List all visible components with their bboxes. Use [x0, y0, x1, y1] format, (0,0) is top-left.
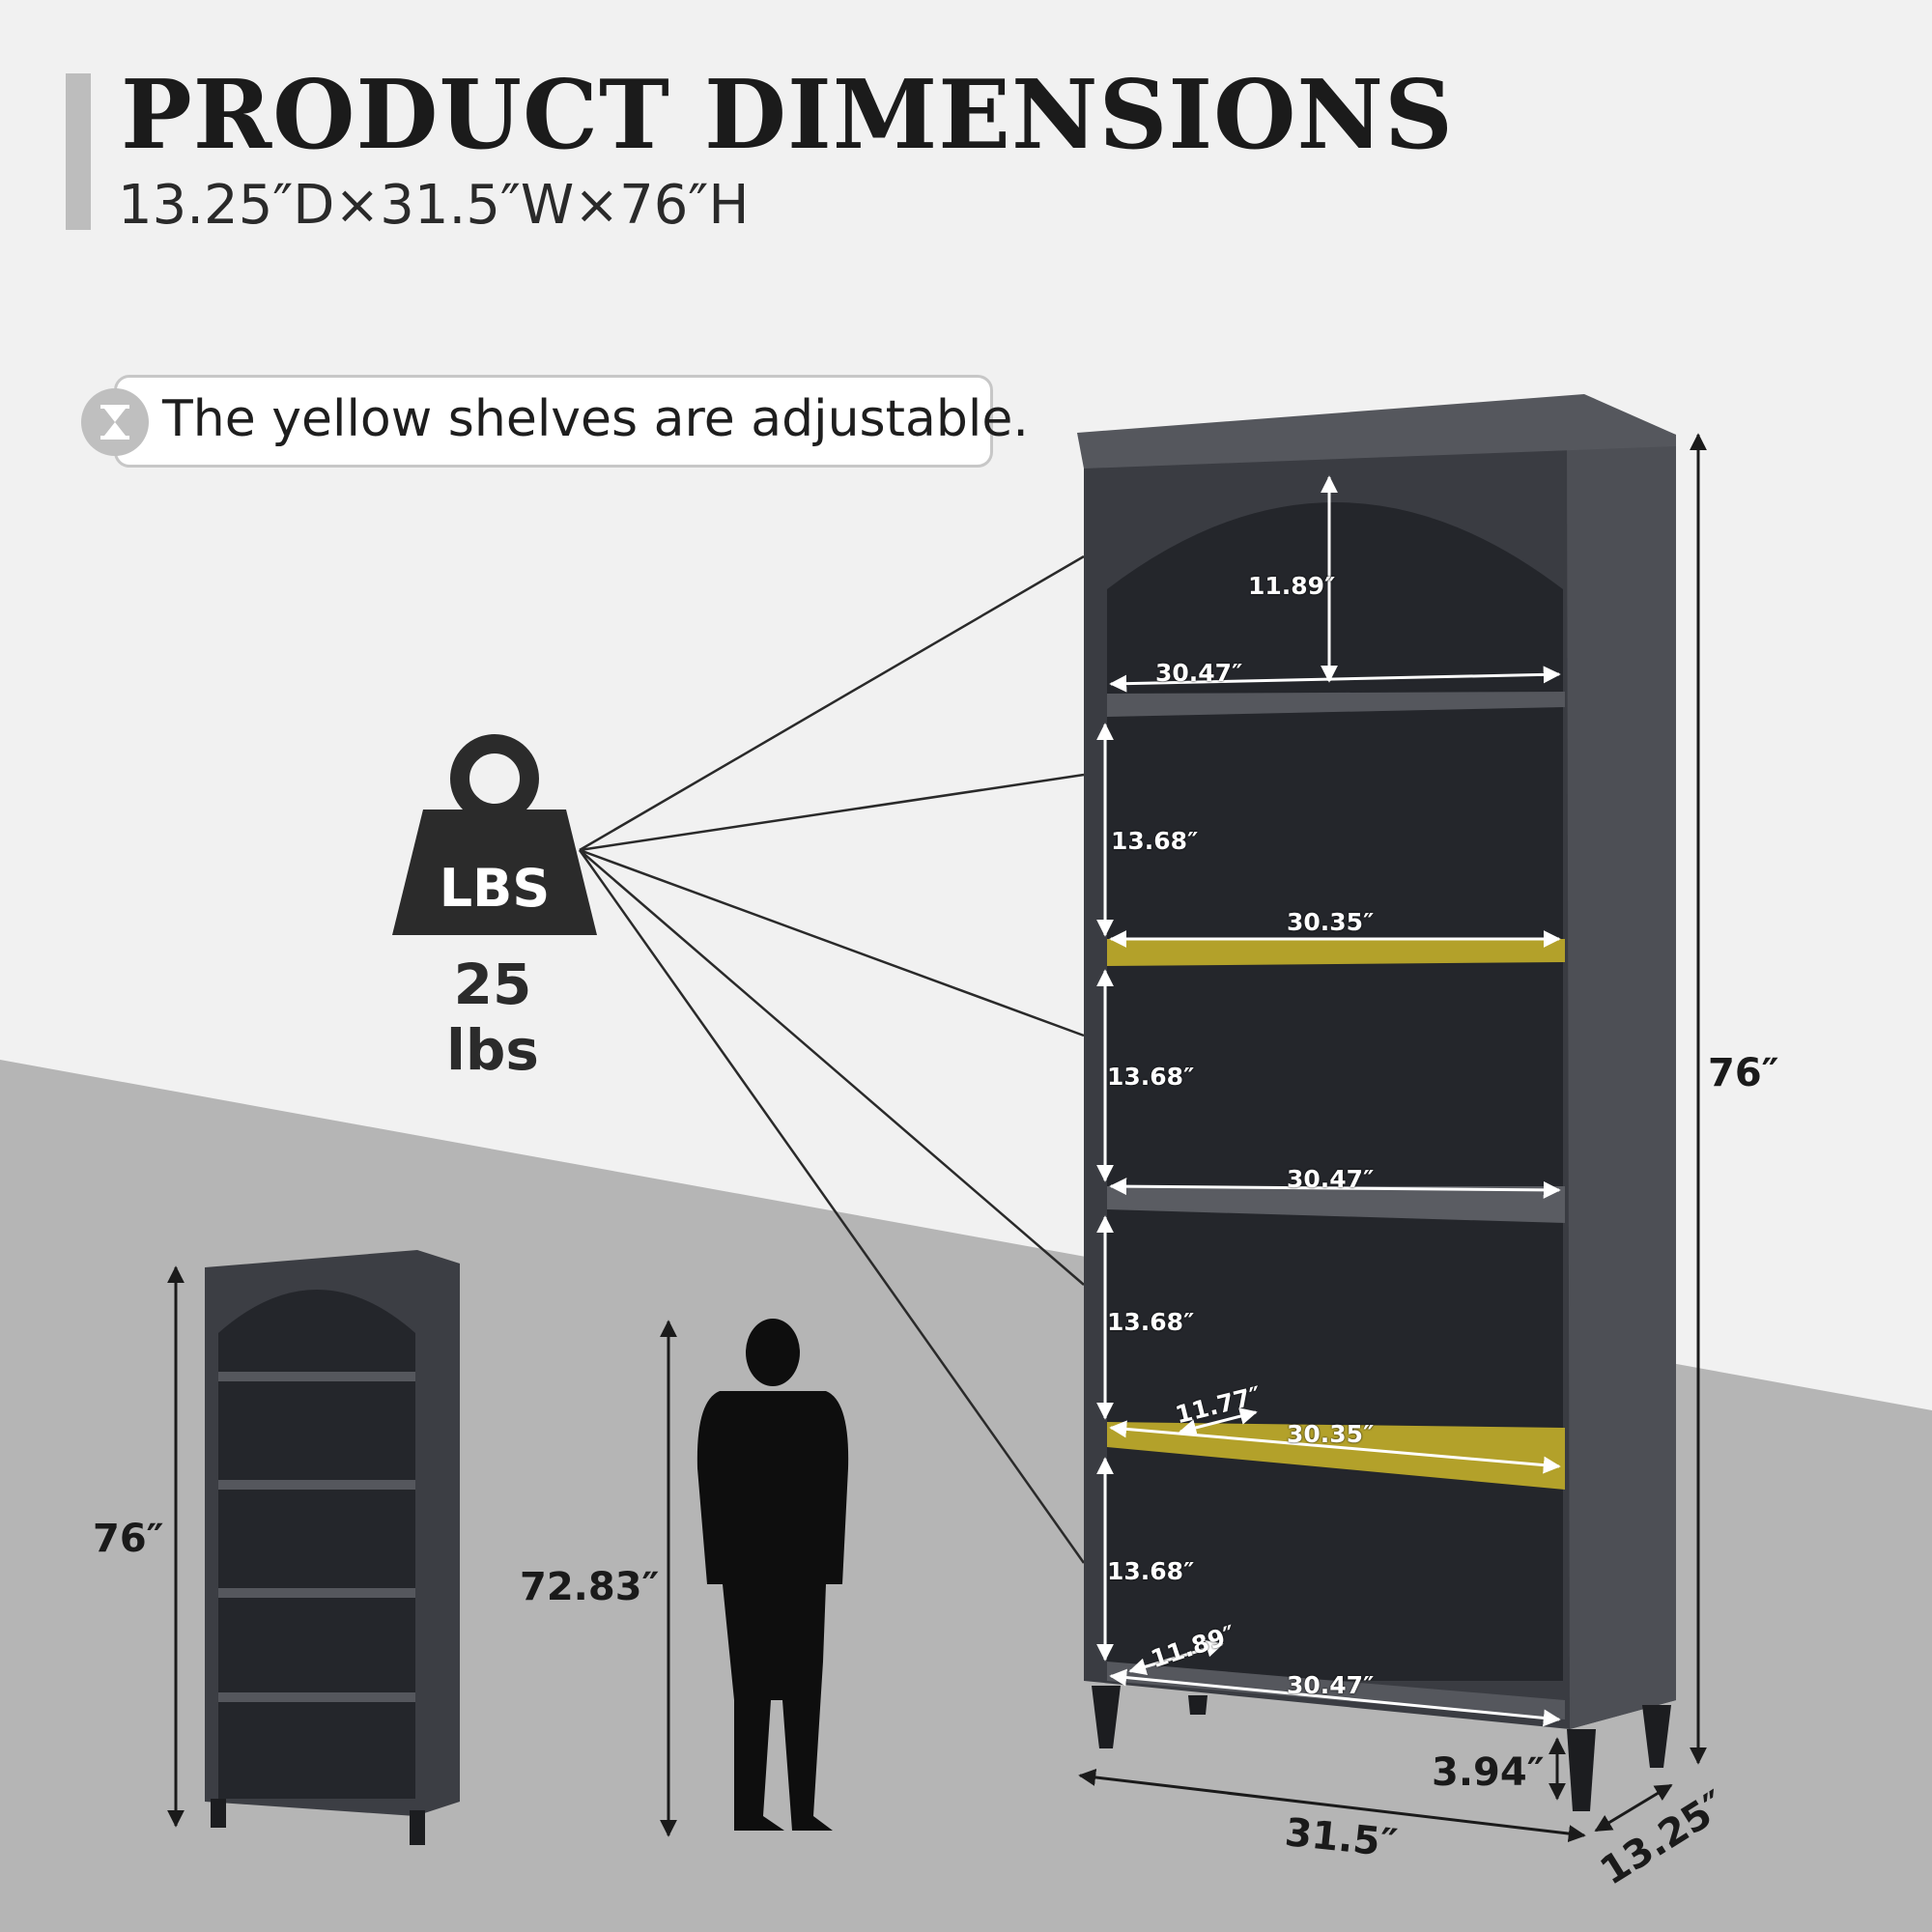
weight-icon — [392, 734, 597, 935]
dim-leg-height: 3.94″ — [1432, 1750, 1545, 1795]
hourglass-icon — [81, 388, 149, 456]
dim-fixed-width-mid: 30.47″ — [1287, 1165, 1375, 1193]
weight-capacity: 25 lbs — [446, 952, 539, 1083]
outer-dimension-arrows — [167, 433, 1707, 1843]
dim-person-height: 72.83″ — [520, 1565, 660, 1609]
person-silhouette — [696, 1319, 849, 1831]
weight-pointer-lines — [578, 554, 1086, 1564]
weight-icon-text: LBS — [440, 858, 550, 919]
small-bookshelf — [205, 1250, 460, 1845]
page-subtitle: 13.25″D×31.5″W×76″H — [118, 174, 750, 237]
dim-total-height: 76″ — [1708, 1051, 1779, 1095]
dim-small-shelf-height: 76″ — [93, 1517, 164, 1561]
title-accent-bar — [66, 73, 91, 230]
dim-section-height-2: 13.68″ — [1107, 1063, 1195, 1091]
internal-dimension-arrows — [1096, 475, 1561, 1727]
dim-section-height-3: 13.68″ — [1107, 1308, 1195, 1336]
dim-top-width: 30.47″ — [1155, 659, 1243, 687]
dim-adjustable-width-2: 30.35″ — [1287, 1420, 1375, 1448]
main-bookshelf — [1077, 394, 1676, 1811]
dim-section-height-1: 13.68″ — [1111, 827, 1199, 855]
note-box — [114, 375, 993, 468]
dim-top-opening-height: 11.89″ — [1248, 572, 1336, 600]
note-text: The yellow shelves are adjustable. — [162, 390, 1029, 448]
dim-section-height-4: 13.68″ — [1107, 1557, 1195, 1585]
dim-adjustable-width-1: 30.35″ — [1287, 908, 1375, 936]
page-title: PRODUCT DIMENSIONS — [121, 60, 1454, 171]
dim-bottom-width: 30.47″ — [1287, 1671, 1375, 1699]
